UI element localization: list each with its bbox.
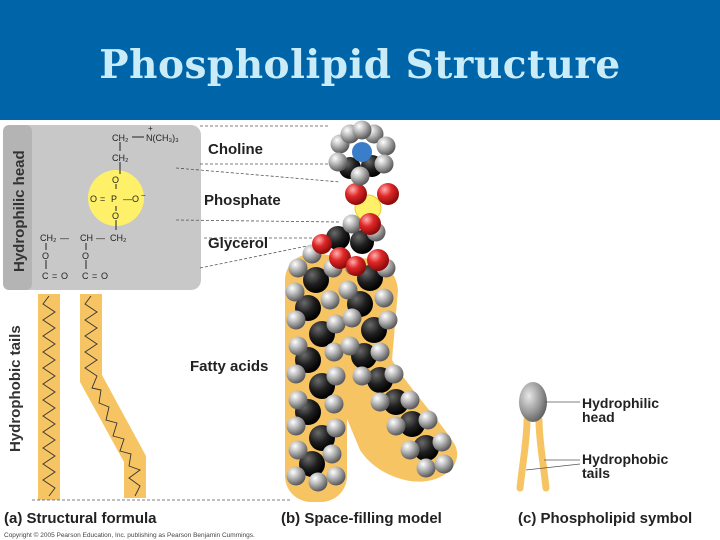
formula-ester-o-1: O [42, 251, 49, 261]
formula-glycerol-ch2-right: CH₂ [110, 233, 127, 243]
structural-formula-panel: Hydrophilic head Hydrophobic tails CH₂ N… [3, 124, 201, 500]
symbol-tails-label-line2: tails [582, 465, 610, 481]
choline-label: Choline [208, 141, 263, 158]
formula-glycerol-ch: CH [80, 233, 93, 243]
formula-double-bond: = [100, 194, 105, 204]
symbol-head [519, 382, 547, 422]
formula-glycerol-ch2-left: CH₂ [40, 233, 57, 243]
phosphate-highlight [88, 170, 144, 226]
formula-carbonyl-c-1: C [42, 271, 49, 281]
formula-ch2-top: CH₂ [112, 133, 129, 143]
symbol-head-label-line2: head [582, 409, 615, 425]
formula-carbonyl-eq-1: = [52, 271, 57, 281]
formula-glycerol-dash-1: — [60, 233, 69, 243]
caption-structural-formula: (a) Structural formula [4, 510, 157, 527]
formula-carbonyl-eq-2: = [92, 271, 97, 281]
symbol-tails-leader-2 [525, 463, 581, 471]
structural-tail-1-fill [38, 294, 60, 500]
formula-glycerol-dash-2: — [96, 233, 105, 243]
symbol-tail-left [516, 416, 531, 492]
formula-o-left: O [90, 194, 97, 204]
choline-atoms [328, 120, 396, 186]
formula-o-top: O [112, 175, 119, 185]
leader-lines [32, 125, 341, 501]
page-title: Phospholipid Structure [99, 42, 621, 88]
tail-1-atoms [285, 244, 346, 492]
hydrophobic-tails-label: Hydrophobic tails [7, 325, 24, 452]
space-filling-model [285, 120, 458, 502]
formula-p: P [111, 194, 117, 204]
symbol-tails-label-line1: Hydrophobic [582, 451, 669, 467]
structural-tail-2-fill [80, 294, 146, 498]
structural-tail-2-chain [84, 295, 141, 497]
formula-minus-charge: − [141, 191, 146, 200]
phospholipid-symbol: Hydrophilic head Hydrophobic tails [516, 382, 669, 492]
copyright-notice: Copyright © 2005 Pearson Education, Inc.… [4, 531, 255, 539]
structural-tail-1-chain [42, 295, 56, 497]
phosphate-atoms [345, 183, 399, 235]
formula-n-group: N(CH₃)₃ [146, 133, 179, 143]
formula-plus-charge: + [148, 124, 153, 133]
formula-bonds [45, 136, 144, 269]
glycerol-label: Glycerol [208, 235, 268, 252]
formula-ch2-mid: CH₂ [112, 153, 129, 163]
fatty-acids-label: Fatty acids [190, 358, 268, 375]
symbol-tail-right [535, 416, 550, 492]
phosphate-label: Phosphate [204, 192, 281, 209]
formula-o-right: O [132, 194, 139, 204]
formula-carbonyl-c-2: C [82, 271, 89, 281]
formula-carbonyl-o-1: O [61, 271, 68, 281]
phospholipid-diagram: Hydrophilic head Hydrophobic tails CH₂ N… [3, 120, 692, 539]
tail-2-atoms [338, 256, 454, 478]
formula-single-bond: — [123, 194, 132, 204]
caption-phospholipid-symbol: (c) Phospholipid symbol [518, 510, 692, 527]
hydrophilic-head-strip [3, 125, 32, 290]
title-banner: Phospholipid Structure [0, 0, 720, 120]
formula-ester-o-2: O [82, 251, 89, 261]
caption-space-filling-model: (b) Space-filling model [281, 510, 442, 527]
formula-carbonyl-o-2: O [101, 271, 108, 281]
symbol-head-label-line1: Hydrophilic [582, 395, 659, 411]
hydrophilic-head-label: Hydrophilic head [11, 150, 28, 272]
formula-o-bottom: O [112, 211, 119, 221]
